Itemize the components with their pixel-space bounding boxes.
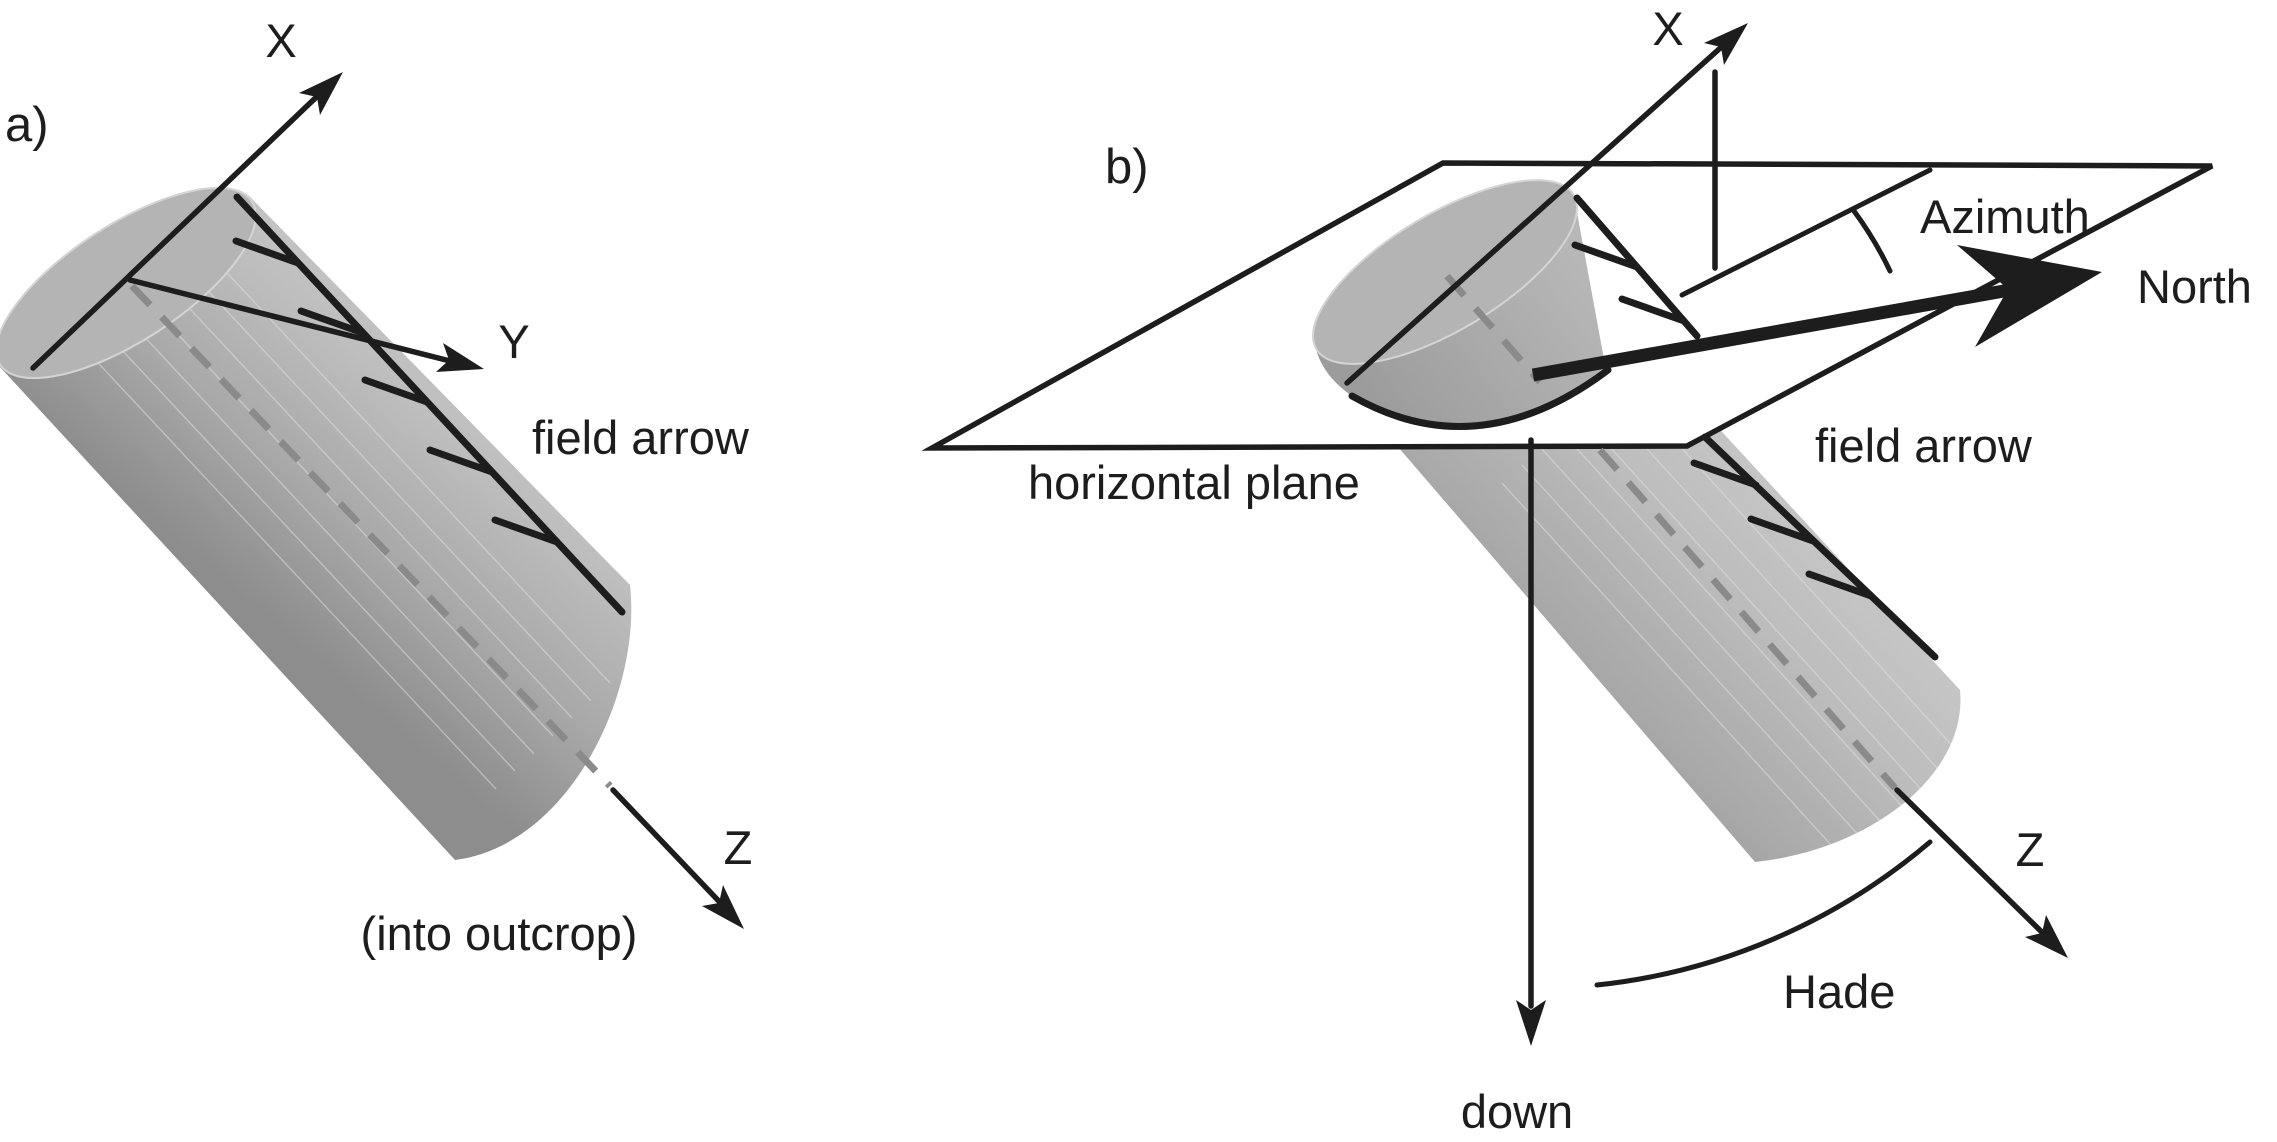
x-axis-line-a (30, 81, 333, 371)
z-axis-line-a (610, 787, 736, 919)
field-arrow-tick (297, 307, 367, 337)
field-arrow-tick (426, 446, 496, 476)
plane-intersection-arc (1348, 366, 1612, 430)
field-arrow-tick (361, 376, 431, 406)
azimuth-label: Azimuth (1920, 190, 2090, 243)
field-arrow-tick (1690, 459, 1760, 489)
north-label: North (2137, 260, 2252, 313)
x-axis-line-b (1344, 30, 1740, 386)
y-axis-arrowhead-icon (436, 343, 484, 372)
core-cylinder-a-body (0, 187, 632, 860)
north-arrow-shaft (1531, 282, 2017, 382)
field-arrow-tick (1747, 515, 1817, 545)
z-axis-arrowhead-icon (702, 885, 744, 929)
core-cylinder-b-buried-body (1368, 408, 1961, 862)
field-arrow-tick (232, 237, 302, 267)
z-axis-label-a: Z (724, 821, 753, 874)
z-axis-arrowhead-icon-b (2025, 915, 2068, 958)
z-axis-line-b (1894, 787, 2058, 948)
panel-a: a) X Y (0, 14, 752, 960)
down-arrowhead-icon (1516, 1000, 1546, 1046)
field-arrow-line-b-buried (1701, 433, 1939, 661)
hidden-axis-dashed-line-a (129, 283, 613, 789)
north-arrowhead-icon (1957, 245, 2102, 347)
into-outcrop-note: (into outcrop) (361, 907, 638, 960)
down-label: down (1461, 1085, 1573, 1138)
hade-angle-arc (1594, 839, 1933, 988)
y-axis-line-a (127, 277, 461, 366)
field-arrow-ticks-a (232, 237, 561, 546)
field-arrow-label-b: field arrow (1815, 419, 2033, 472)
x-axis-arrowhead-icon (299, 72, 343, 115)
core-cylinder-a-face (0, 186, 257, 380)
azimuth-angle-arc (1851, 208, 1893, 274)
panel-a-tag: a) (5, 98, 49, 152)
field-arrow-tick (1618, 295, 1688, 325)
hidden-axis-dashed-line-b-lower (1597, 447, 1898, 791)
x-axis-label-b: X (1652, 2, 1683, 55)
hidden-axis-dashed-line-b-upper (1444, 273, 1543, 385)
x-axis-label-a: X (265, 14, 296, 67)
field-arrow-tick (491, 516, 561, 546)
panel-b-tag: b) (1105, 140, 1149, 194)
field-arrow-tick (1571, 241, 1641, 271)
field-arrow-ticks-b-buried (1690, 459, 1875, 600)
y-axis-label-a: Y (498, 315, 529, 368)
azimuth-projection-line (1679, 167, 1933, 298)
x-axis-arrowhead-icon-b (1704, 23, 1748, 65)
hade-label: Hade (1783, 965, 1895, 1018)
field-arrow-ticks-b-stub (1571, 241, 1688, 325)
z-axis-label-b: Z (2016, 823, 2045, 876)
field-arrow-label-a: field arrow (532, 411, 750, 464)
panel-b: b) horizontal plane (921, 2, 2252, 1138)
horizontal-plane-label: horizontal plane (1028, 456, 1360, 509)
core-cylinder-b-face (1312, 179, 1578, 365)
field-arrow-tick (1805, 570, 1875, 600)
